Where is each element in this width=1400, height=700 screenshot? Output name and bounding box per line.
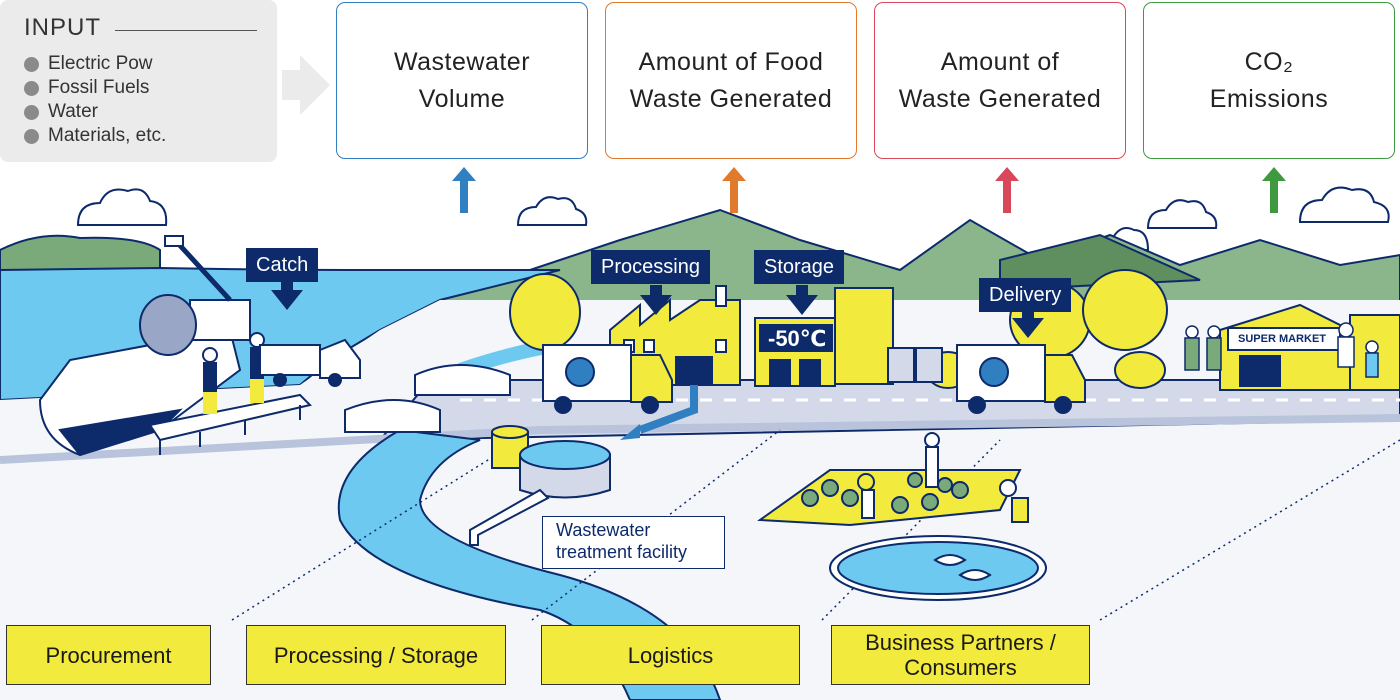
tag-catch: Catch xyxy=(246,248,319,282)
arrow-up-icon xyxy=(995,167,1019,213)
port-truck xyxy=(259,338,361,387)
input-title: INPUT xyxy=(24,14,101,41)
input-item: Fossil Fuels xyxy=(24,76,166,100)
output-co2-emissions: CO₂ Emissions xyxy=(1143,2,1395,159)
delivery-truck-1 xyxy=(542,344,673,414)
trash-bins xyxy=(887,347,943,383)
stage-business-partners-consumers: Business Partners / Consumers xyxy=(831,625,1090,685)
cold-storage xyxy=(754,287,894,387)
input-item: Electric Pow xyxy=(24,52,166,76)
arrow-up-icon xyxy=(1262,167,1286,213)
treatment-tank xyxy=(469,425,611,546)
temperature-sign: -50℃ xyxy=(768,326,827,351)
stage-procurement: Procurement xyxy=(6,625,211,685)
bridges xyxy=(344,364,511,433)
arrow-up-icon xyxy=(722,167,746,213)
bullet-icon xyxy=(24,56,39,72)
input-list: Electric Pow Fossil Fuels Water Material… xyxy=(24,52,166,148)
supermarket xyxy=(1219,303,1400,391)
supermarket-sign: SUPER MARKET xyxy=(1238,333,1327,345)
input-title-rule xyxy=(115,30,257,31)
tag-delivery: Delivery xyxy=(979,278,1072,312)
shoppers xyxy=(1184,322,1379,378)
boat xyxy=(38,235,251,457)
output-wastewater-volume: Wastewater Volume xyxy=(336,2,588,159)
pier xyxy=(148,393,312,455)
bullet-icon xyxy=(24,104,39,120)
wastewater-pipe xyxy=(638,385,698,434)
input-item: Water xyxy=(24,100,166,124)
stage-processing-storage: Processing / Storage xyxy=(246,625,506,685)
tag-processing: Processing xyxy=(591,250,710,284)
tag-pointers xyxy=(271,280,1044,338)
output-food-waste: Amount of Food Waste Generated xyxy=(605,2,857,159)
delivery-truck-2 xyxy=(956,344,1086,414)
bullet-icon xyxy=(24,128,39,144)
wastewater-facility-label: Wastewater treatment facility xyxy=(542,516,725,569)
output-waste: Amount of Waste Generated xyxy=(874,2,1126,159)
farm-field xyxy=(757,432,1029,527)
input-arrow xyxy=(282,55,330,115)
bullet-icon xyxy=(24,80,39,96)
input-panel xyxy=(0,0,277,162)
stage-logistics: Logistics xyxy=(541,625,800,685)
arrow-up-icon xyxy=(452,167,476,213)
fish-pond xyxy=(829,535,1047,601)
input-item: Materials, etc. xyxy=(24,124,166,148)
tag-storage: Storage xyxy=(754,250,845,284)
